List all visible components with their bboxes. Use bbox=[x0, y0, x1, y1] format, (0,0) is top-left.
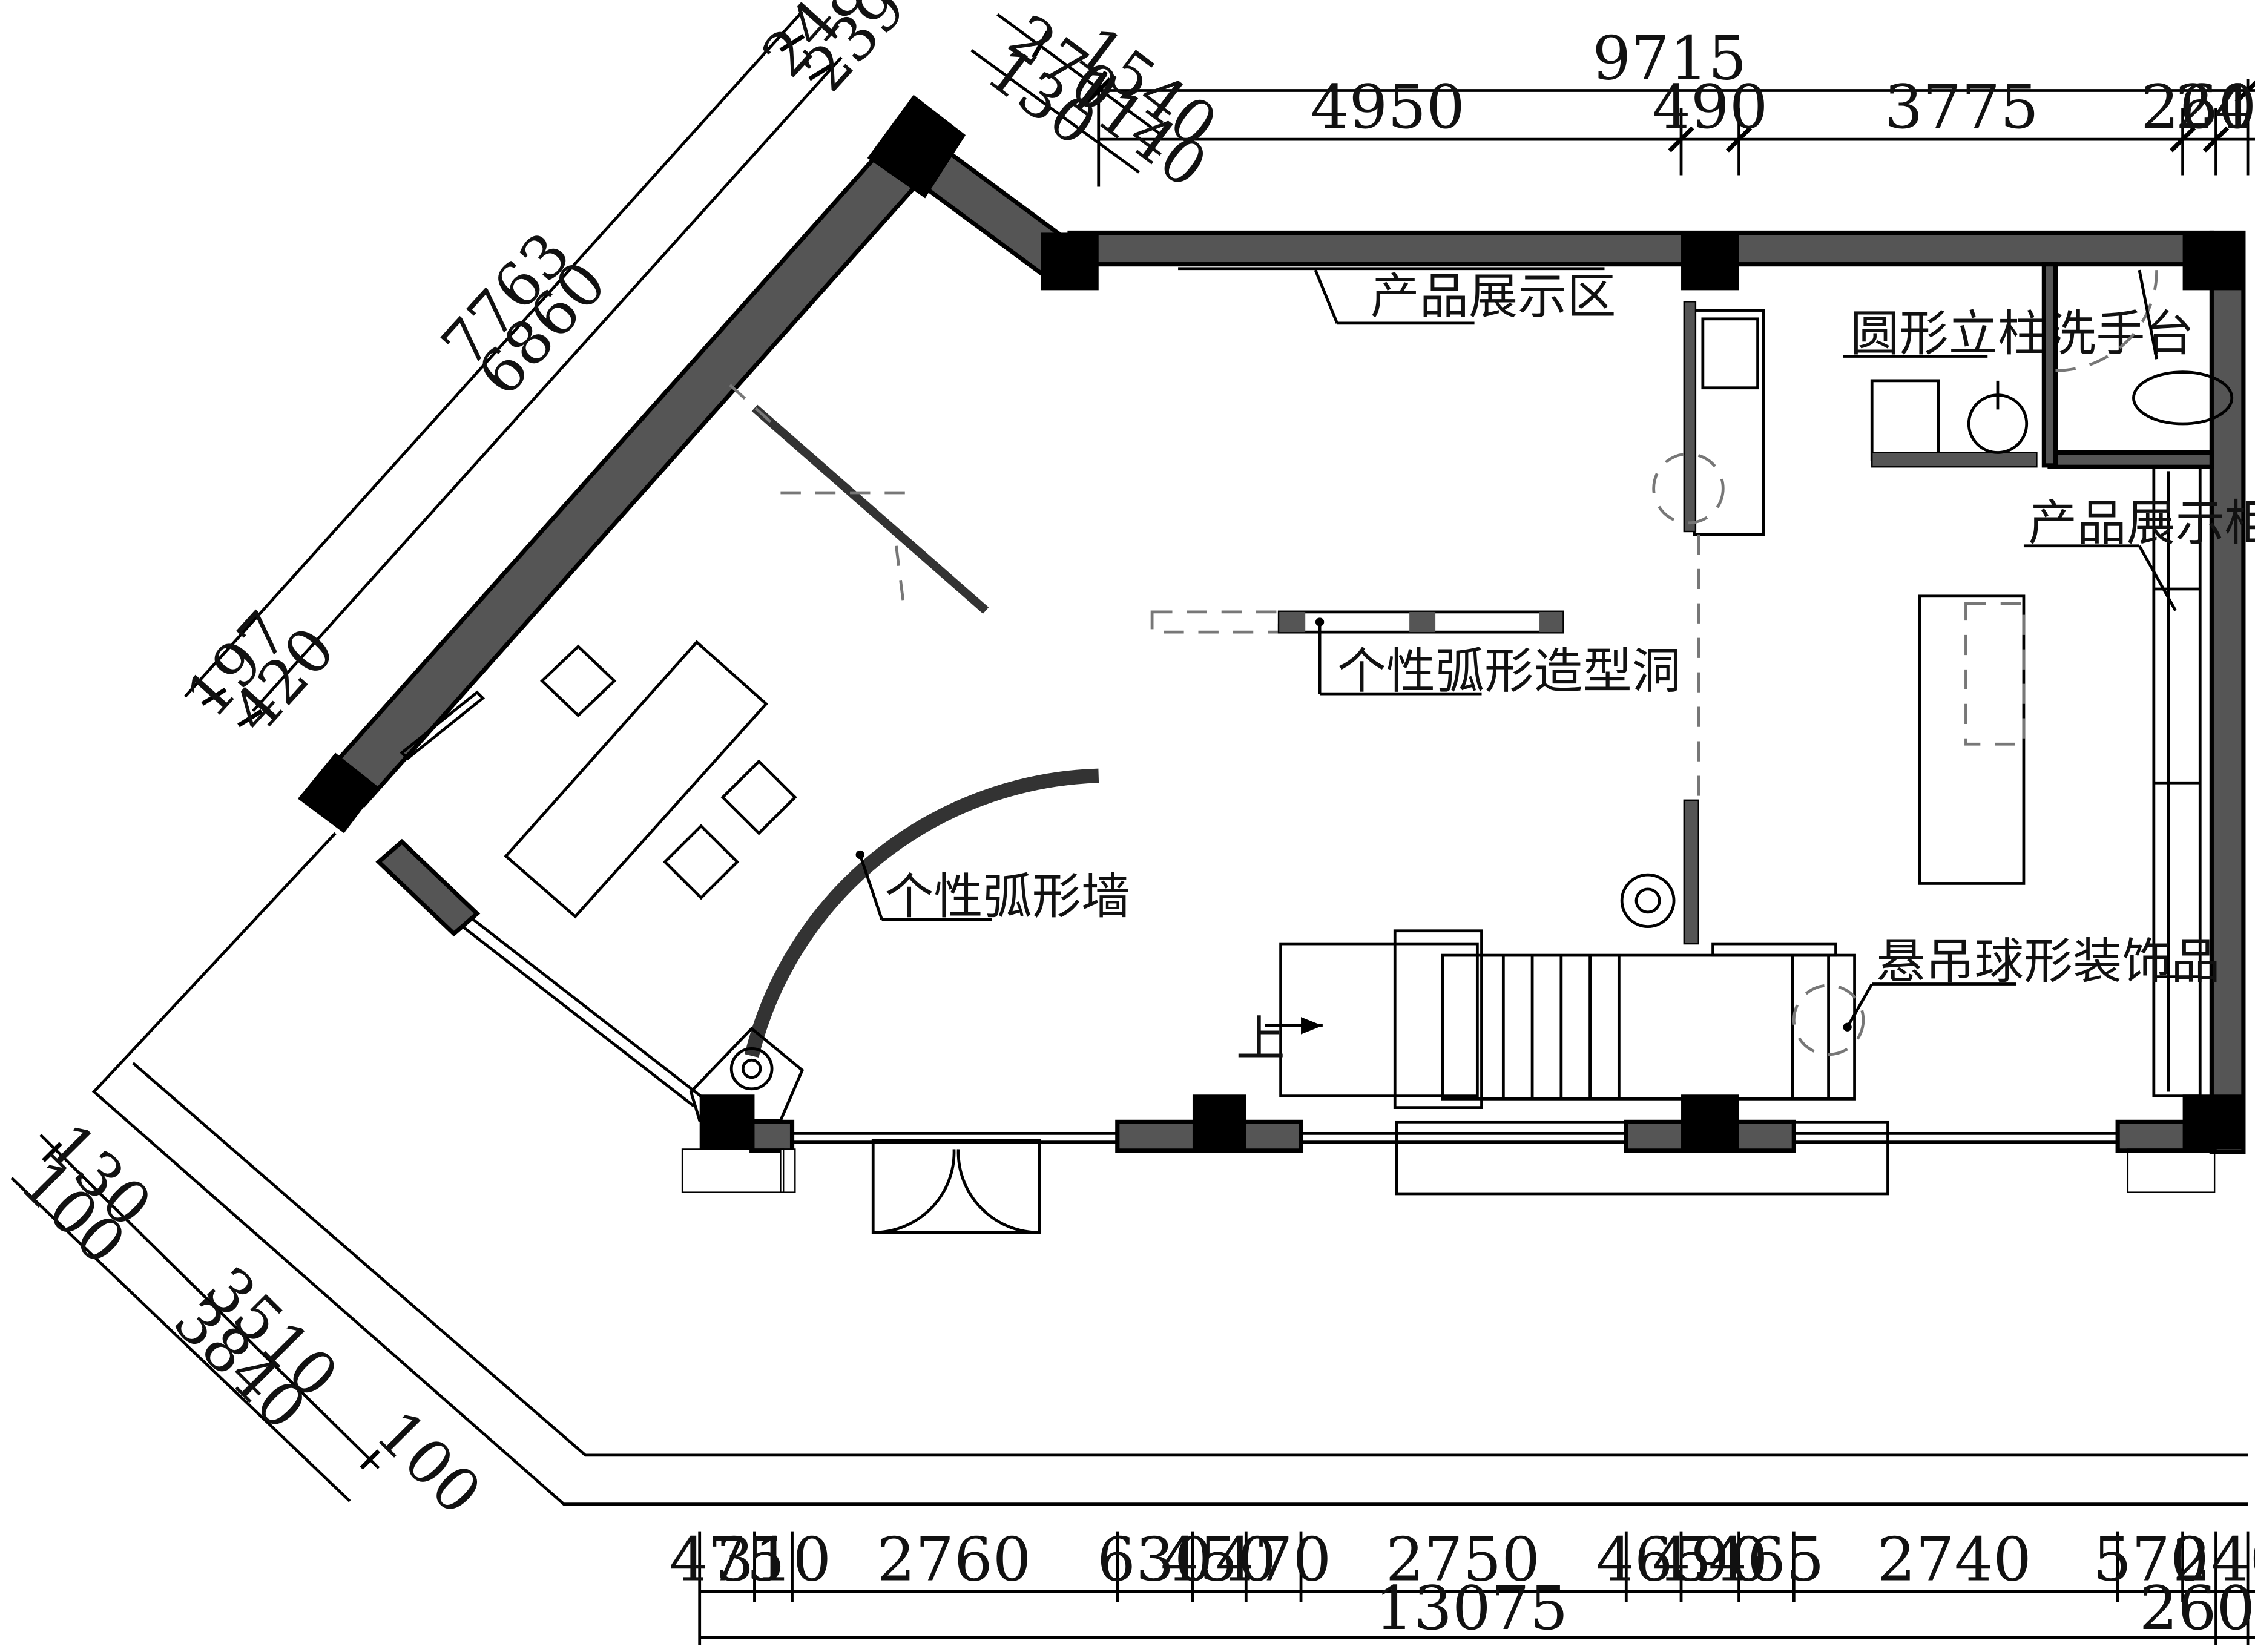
walls bbox=[320, 123, 2246, 1154]
center-display-table bbox=[1918, 594, 2026, 885]
dim-bottom-11: 2740 bbox=[1877, 1524, 2032, 1595]
entrance-door bbox=[681, 1139, 2216, 1234]
stool-3 bbox=[663, 824, 740, 900]
label-product-display-area: 产品展示区 bbox=[1371, 269, 1616, 326]
toilet bbox=[2132, 370, 2234, 426]
top-wall bbox=[1067, 230, 2214, 267]
sink bbox=[1701, 317, 1759, 390]
column-top-1 bbox=[1041, 232, 1099, 291]
counter bbox=[1693, 309, 1765, 536]
dim-bottom-right-small: 260 bbox=[2139, 1573, 2255, 1644]
dim-bottom-2: 310 bbox=[716, 1524, 831, 1595]
hanging-ball-decor: 悬吊球形装饰品 bbox=[1792, 933, 2220, 1056]
dim-top-seg-5: 240 bbox=[2175, 71, 2255, 142]
dim-bottom-7: 2750 bbox=[1386, 1524, 1540, 1595]
columns bbox=[297, 94, 2243, 1150]
toilet-room-wall bbox=[2047, 450, 2214, 469]
label-product-display-cabinet: 产品展示柜 bbox=[2028, 495, 2255, 552]
lower-left-wall bbox=[375, 838, 481, 937]
washbasin-area: 圆形立柱洗手台 bbox=[1652, 262, 2234, 536]
label-round-washbasin: 圆形立柱洗手台 bbox=[1850, 306, 2194, 363]
column-left bbox=[297, 752, 379, 834]
dim-bottom-12: 570 bbox=[2093, 1524, 2208, 1595]
angled-partition bbox=[729, 384, 989, 614]
dim-top-seg-3: 3775 bbox=[1885, 71, 2039, 142]
left-diagonal-dimension-chain: 248 239 7763 6860 197 420 bbox=[172, 0, 920, 746]
dim-bottom-6: 470 bbox=[1216, 1524, 1331, 1595]
shower-box bbox=[1870, 379, 1940, 461]
table-with-stools bbox=[400, 640, 797, 919]
dim-bottom-10: 465 bbox=[1708, 1524, 1824, 1595]
column-top-2 bbox=[1681, 232, 1739, 291]
site-boundary bbox=[91, 832, 2248, 1506]
round-planters bbox=[689, 873, 1676, 1122]
dim-top-seg-2: 490 bbox=[1652, 71, 1768, 142]
dim-bottom-13: 240 bbox=[2173, 1524, 2255, 1595]
dim-diag2-end: 100 bbox=[363, 1397, 495, 1528]
stool-2 bbox=[720, 759, 797, 835]
dim-top-seg-1: 4950 bbox=[1311, 71, 1465, 142]
dim-bottom-1: 475 bbox=[669, 1524, 785, 1595]
stool-1 bbox=[539, 644, 617, 718]
dim-top-seg-4: 260 bbox=[2141, 71, 2255, 142]
label-stair-up: 上 bbox=[1236, 1011, 1285, 1068]
dim-bottom-8: 465 bbox=[1596, 1524, 1711, 1595]
dim-top-overall: 9715 bbox=[1592, 23, 1746, 94]
long-table bbox=[504, 640, 768, 919]
top-dimension-chain: 9715 4950 490 3775 260 240 bbox=[1085, 23, 2255, 187]
dim-bottom-4: 630 bbox=[1097, 1524, 1213, 1595]
top-left-dimension-chain: 270 1540 130 1140 bbox=[970, 1, 1230, 202]
label-hanging-ball-decor: 悬吊球形装饰品 bbox=[1876, 933, 2220, 990]
column-bottom-4 bbox=[2182, 1094, 2243, 1150]
bottom-dimension-chain: 475 310 2760 630 450 470 2750 465 490 46… bbox=[669, 1524, 2255, 1645]
top-display-shelves: 产品展示区 bbox=[1178, 263, 1616, 326]
label-arc-wall: 个性弧形墙 bbox=[884, 869, 1130, 926]
curved-wall: 个性弧形墙 bbox=[745, 768, 1130, 1058]
staircase: 上 bbox=[1236, 799, 1889, 1196]
lower-left-dimension-chain: 130 100 3510 3840 100 bbox=[7, 1110, 495, 1529]
right-wall bbox=[2209, 230, 2246, 1154]
dim-bottom-9: 490 bbox=[1652, 1524, 1768, 1595]
toilet-room-side-wall bbox=[2041, 262, 2058, 468]
arc-opening-feature: 个性弧形造型洞 bbox=[1150, 610, 1681, 700]
label-arc-opening: 个性弧形造型洞 bbox=[1337, 643, 1681, 700]
column-top-left bbox=[867, 94, 966, 199]
bottom-wall-1 bbox=[749, 1119, 795, 1153]
column-top-right bbox=[2182, 232, 2243, 291]
dim-bottom-3: 2760 bbox=[877, 1524, 1031, 1595]
dim-bottom-5: 450 bbox=[1160, 1524, 1276, 1595]
dim-bottom-overall: 13075 bbox=[1375, 1573, 1568, 1644]
column-bottom-2 bbox=[1192, 1094, 1246, 1150]
right-display-cabinet: 产品展示柜 bbox=[2023, 465, 2255, 1098]
